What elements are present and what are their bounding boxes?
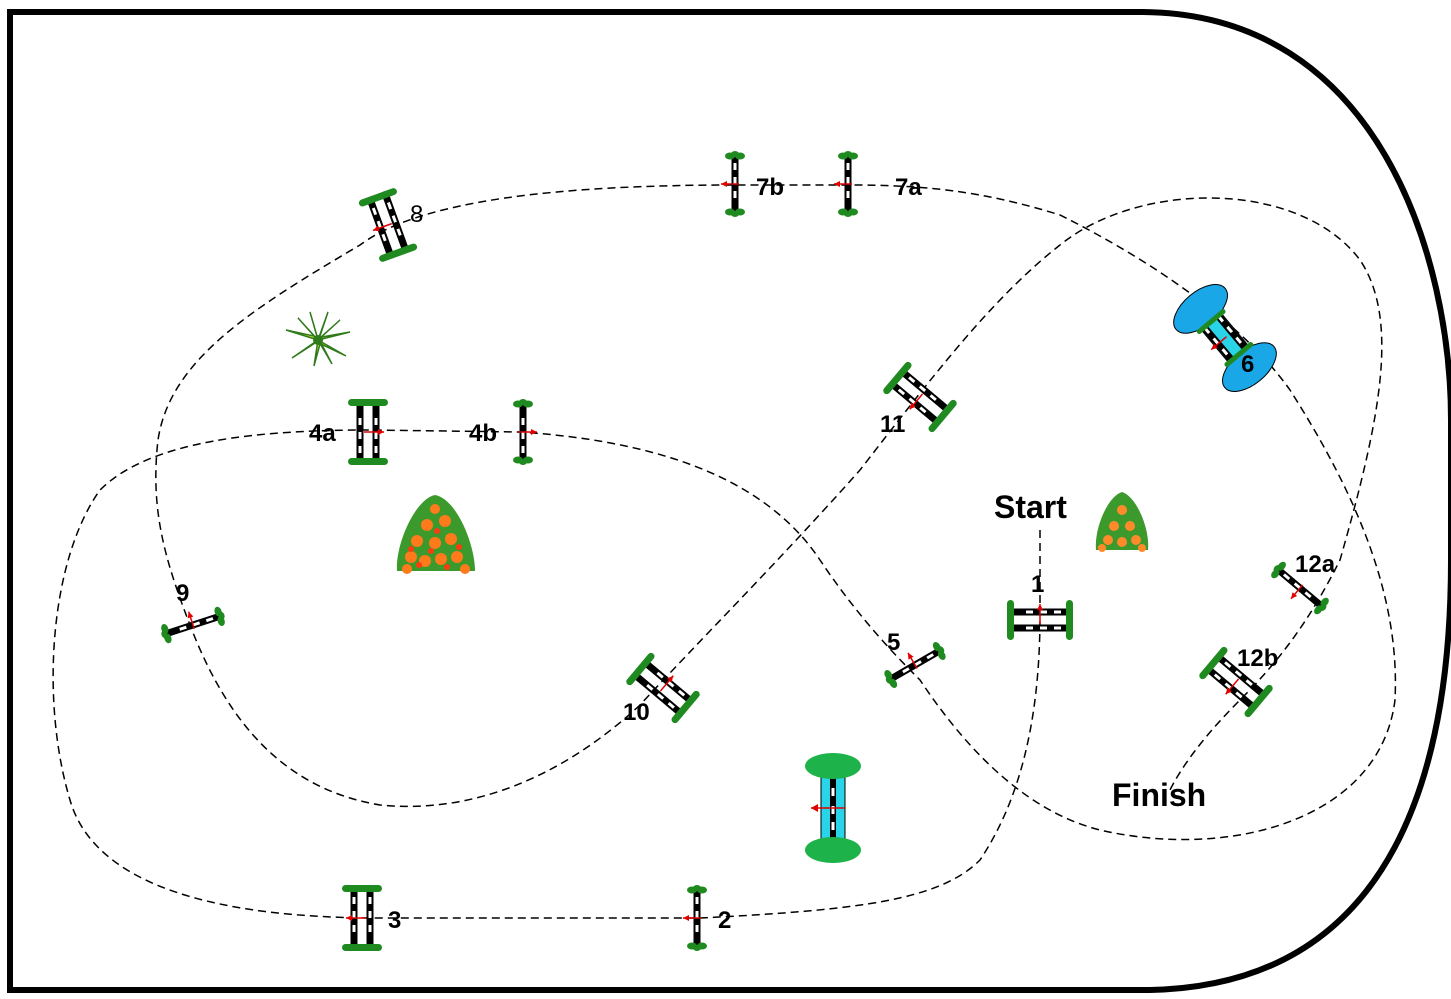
- jump-4b-label: 4b: [469, 420, 497, 447]
- jump-8-label: 8: [410, 201, 423, 228]
- palm-plant-icon: [285, 311, 351, 367]
- jump-12a-label: 12a: [1295, 551, 1336, 578]
- water-jump: [805, 753, 861, 863]
- start-label: Start: [994, 489, 1067, 525]
- jump-4a: [348, 399, 388, 465]
- flower-bush-small-icon: [1095, 492, 1149, 552]
- flower-bush-icon: [396, 495, 475, 574]
- jump-11-label: 11: [880, 411, 905, 438]
- jump-7b-label: 7b: [756, 174, 784, 201]
- jump-7b: [721, 151, 745, 217]
- jump-4a-label: 4a: [309, 420, 336, 447]
- jump-6: [1173, 284, 1277, 392]
- jump-9: [157, 601, 227, 644]
- jump-7a: [834, 151, 858, 217]
- jump-12b-label: 12b: [1237, 645, 1278, 672]
- jump-1-label: 1: [1031, 571, 1044, 598]
- jump-5-label: 5: [887, 629, 900, 656]
- jump-7a-label: 7a: [895, 174, 922, 201]
- jump-10-label: 10: [623, 699, 650, 726]
- jump-6-label: 6: [1241, 351, 1254, 378]
- finish-label: Finish: [1112, 777, 1206, 813]
- jump-9-label: 9: [176, 580, 189, 607]
- jump-1: [1007, 600, 1073, 640]
- jump-3-label: 3: [388, 907, 401, 934]
- route-path: [52, 184, 1397, 919]
- jump-2-label: 2: [718, 907, 731, 934]
- jump-4b: [513, 399, 537, 465]
